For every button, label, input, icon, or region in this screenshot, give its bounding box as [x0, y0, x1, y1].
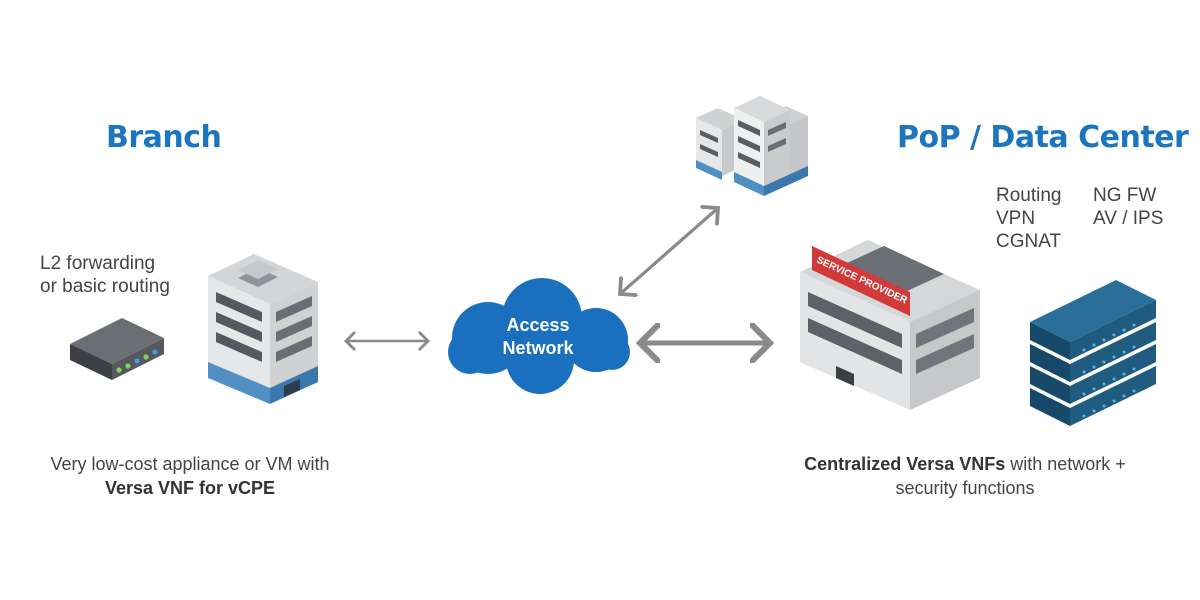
dc-functions-col2: NG FW AV / IPS [1093, 184, 1163, 230]
city-link-arrow [620, 208, 718, 294]
branch-caption-line2: Versa VNF for vCPE [104, 478, 276, 498]
branch-device-label: L2 forwarding or basic routing [40, 252, 170, 298]
access-network-label-line2: Network [502, 338, 574, 358]
dc-function-routing: Routing [996, 185, 1062, 206]
dc-caption-bold: Centralized Versa VNFs [804, 454, 1006, 474]
dc-caption-line2: security functions [895, 478, 1035, 498]
dc-function-ngfw: NG FW [1093, 185, 1157, 206]
dc-function-cgnat: CGNAT [996, 231, 1062, 252]
dc-functions-col1: Routing VPN CGNAT [996, 184, 1062, 253]
access-network-label: Access Network [478, 314, 598, 360]
dc-function-av-ips: AV / IPS [1093, 208, 1164, 229]
branch-device-label-line2: or basic routing [40, 276, 170, 297]
dc-function-vpn: VPN [996, 208, 1036, 229]
branch-caption: Very low-cost appliance or VM with Versa… [20, 452, 360, 500]
access-network-cloud-icon [448, 278, 630, 394]
branch-title: Branch [106, 120, 222, 155]
branch-router-icon [70, 318, 164, 380]
dc-caption-rest: with network + [1005, 454, 1126, 474]
branch-caption-line1: Very low-cost appliance or VM with [50, 454, 330, 474]
datacenter-title: PoP / Data Center [897, 120, 1189, 155]
datacenter-caption: Centralized Versa VNFs with network + se… [770, 452, 1160, 500]
branch-building-icon [208, 254, 318, 404]
service-provider-sign [812, 246, 910, 316]
service-provider-building-icon: SERVICE PROVIDER [800, 240, 980, 410]
server-rack-icon [1030, 280, 1156, 426]
access-network-label-line1: Access [506, 315, 570, 335]
branch-device-label-line1: L2 forwarding [40, 253, 156, 274]
city-buildings-icon [696, 96, 808, 196]
